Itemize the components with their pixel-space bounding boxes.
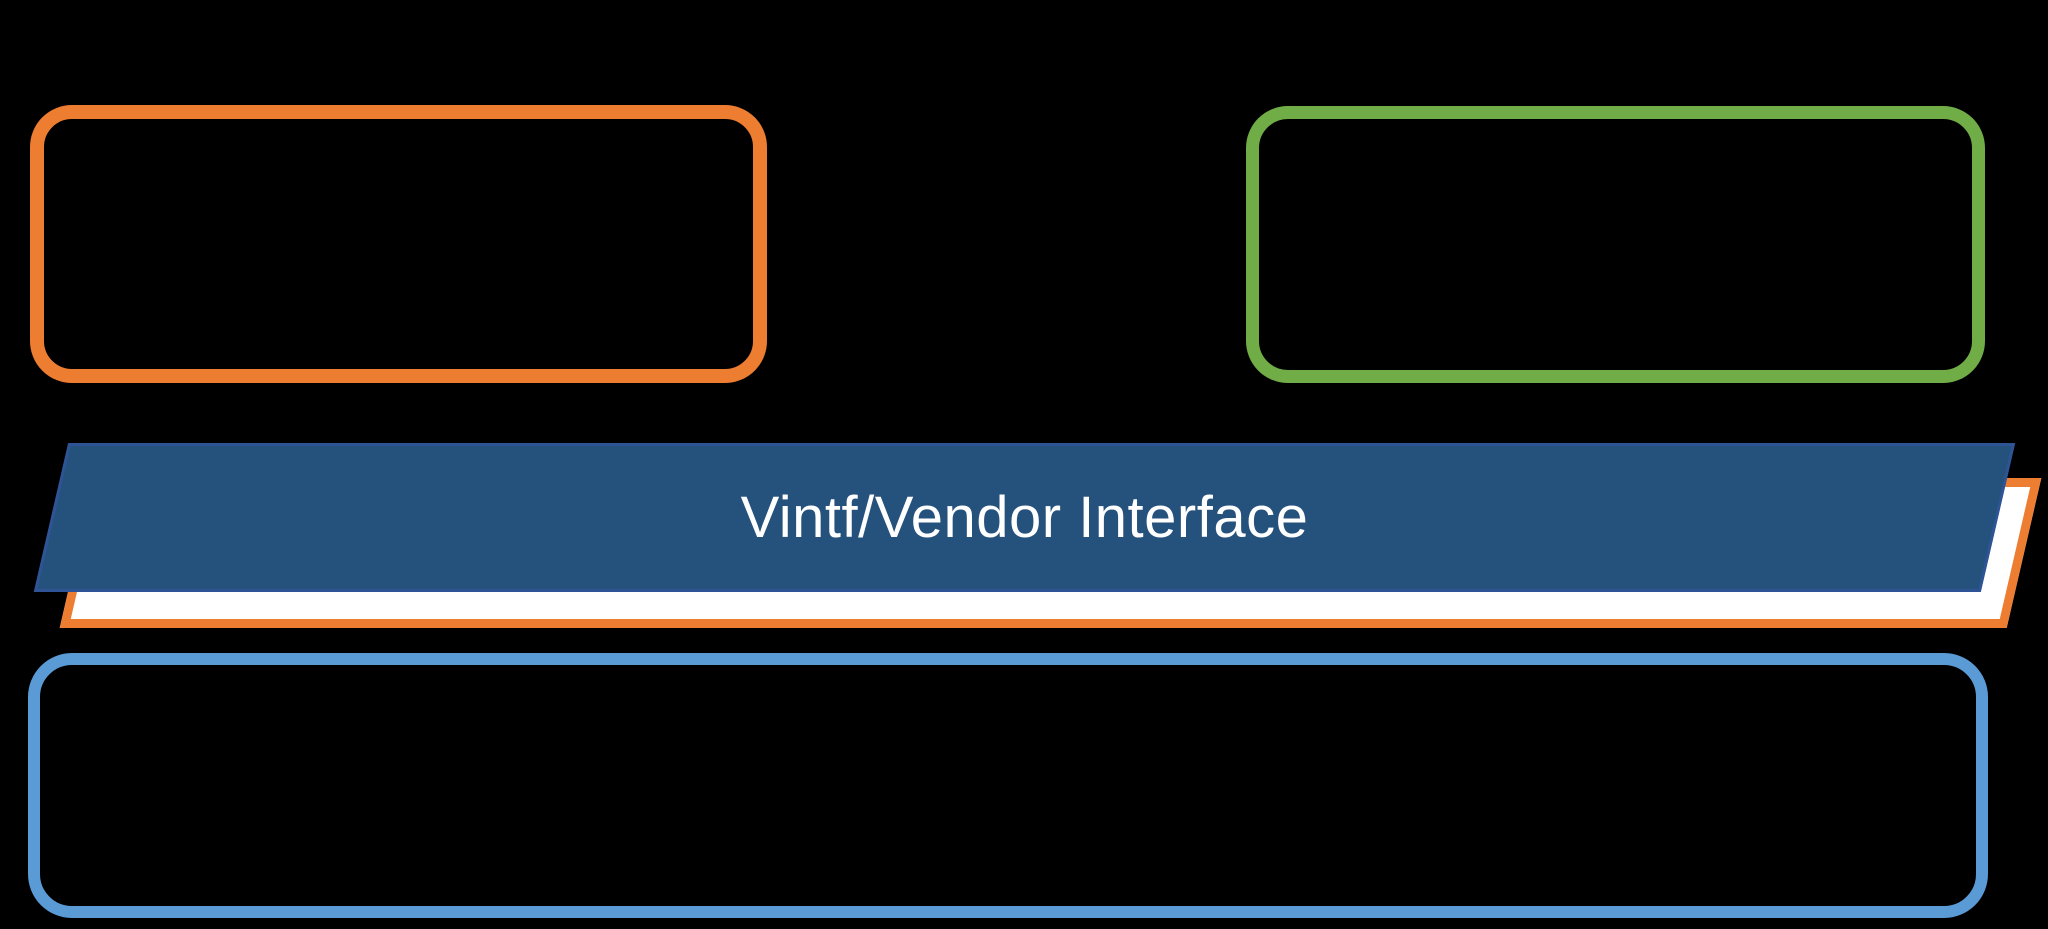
banner-label: Vintf/Vendor Interface (740, 485, 1309, 550)
blue-outline-box (28, 653, 1988, 918)
green-outline-box (1246, 106, 1985, 383)
orange-outline-box (30, 105, 767, 383)
